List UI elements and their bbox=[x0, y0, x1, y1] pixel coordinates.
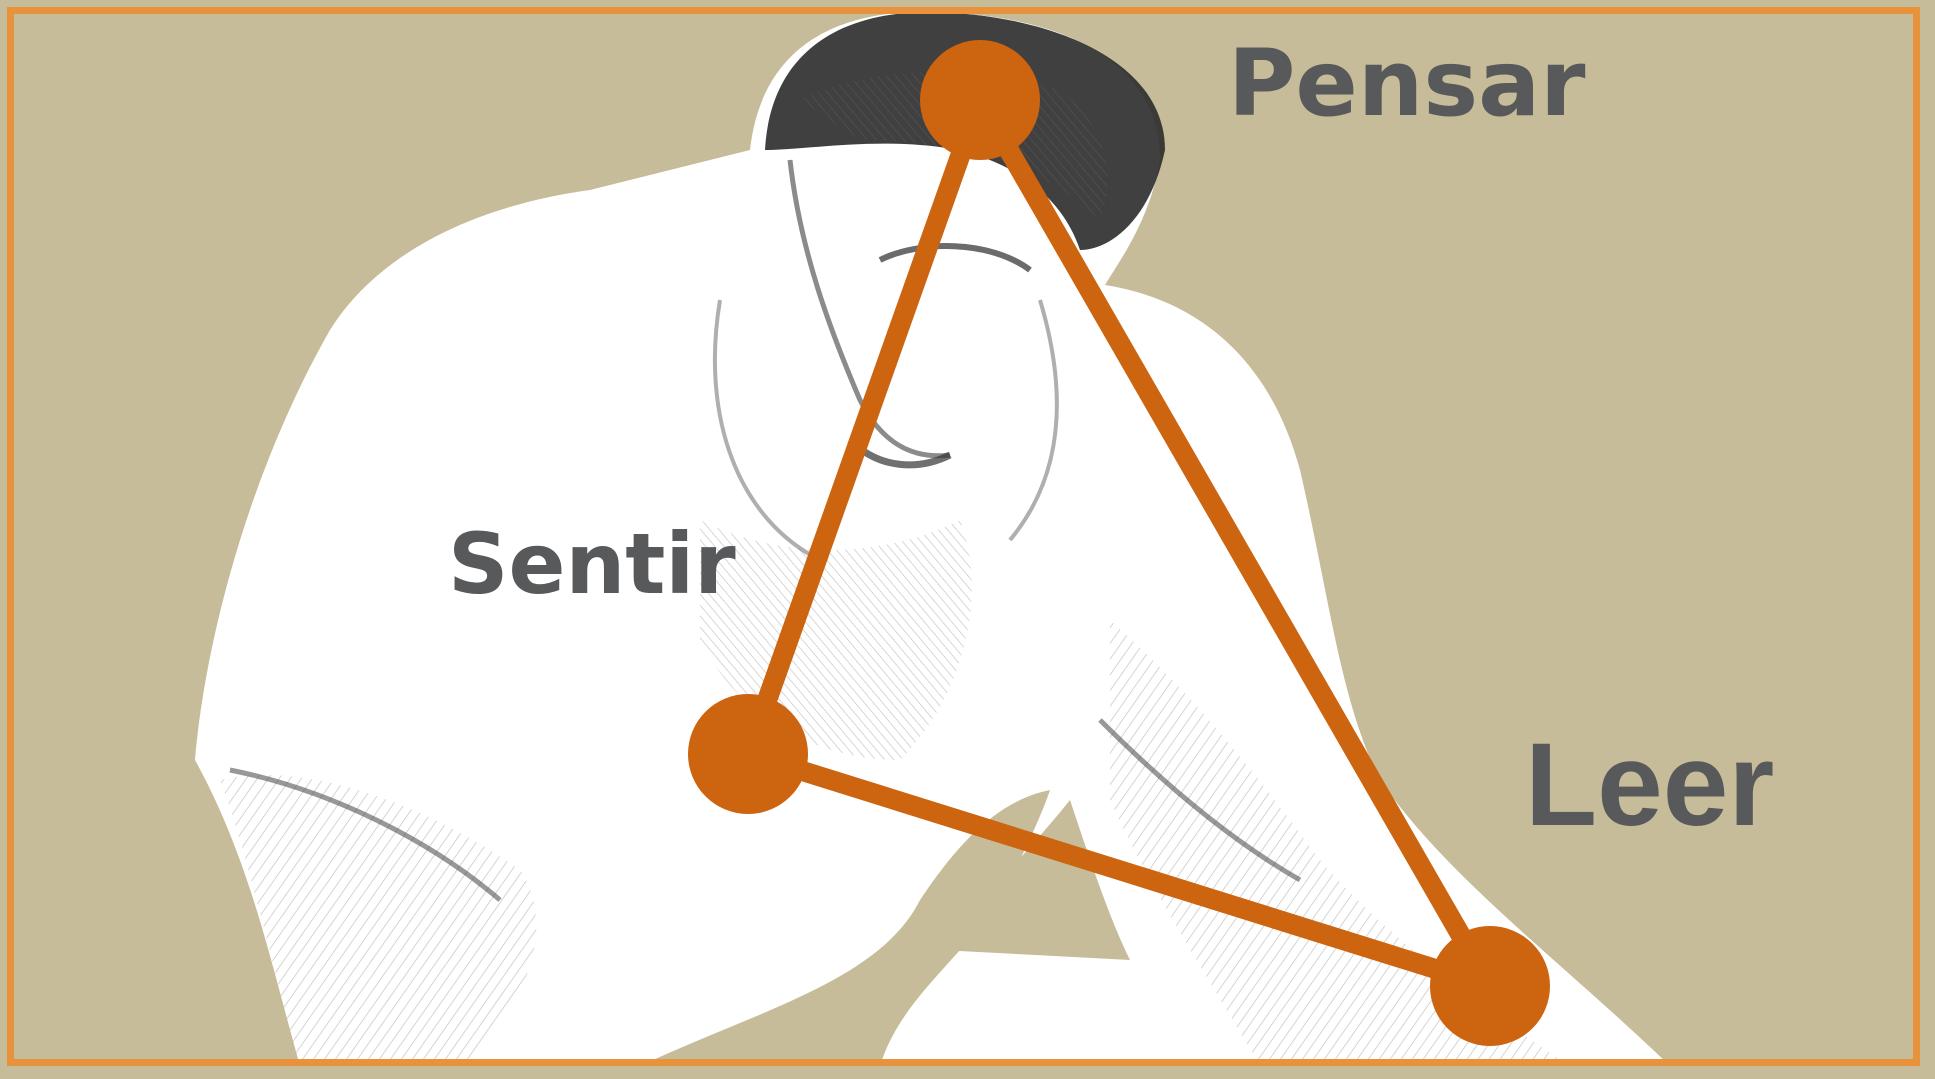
label-sentir: Sentir bbox=[448, 522, 736, 606]
label-pensar: Pensar bbox=[1228, 38, 1586, 130]
node-leer bbox=[1430, 926, 1550, 1046]
node-pensar bbox=[920, 40, 1040, 160]
node-sentir bbox=[688, 694, 808, 814]
label-leer: Leer bbox=[1525, 726, 1774, 844]
